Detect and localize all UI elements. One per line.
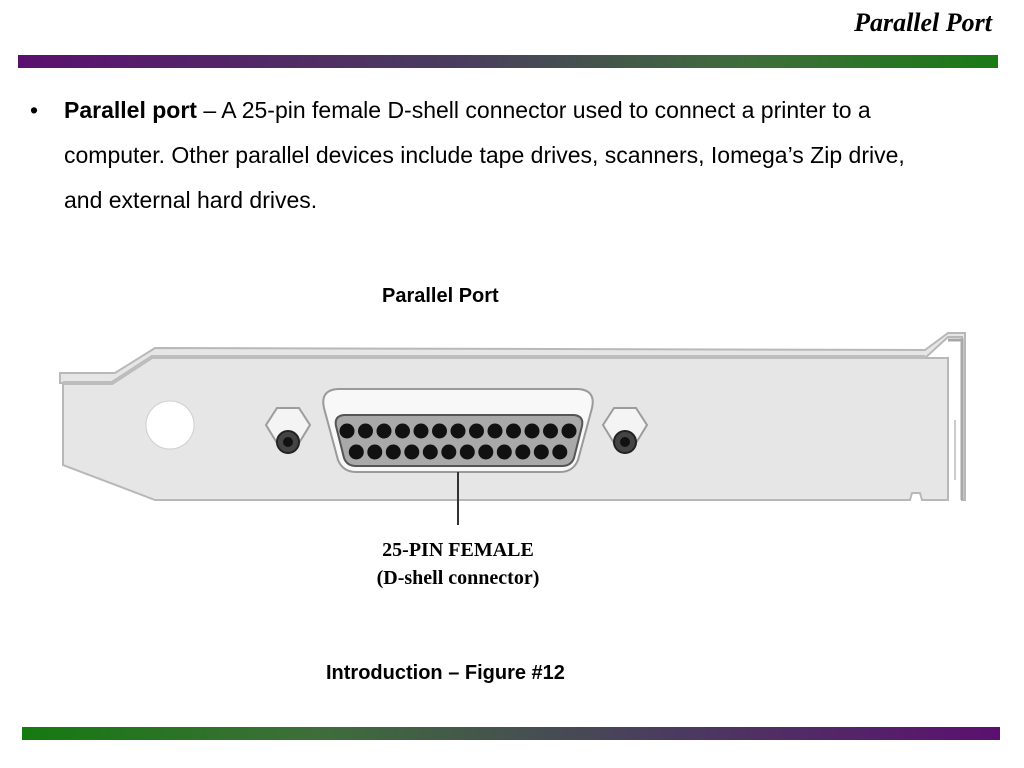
figure-heading: Parallel Port [382,285,499,307]
connector-pin [432,423,447,439]
connector-pin [469,423,484,439]
slide-title: Parallel Port [854,8,992,37]
connector-pin [422,444,438,460]
figure-caption: Introduction – Figure #12 [326,662,565,684]
connector-label-line2: (D-shell connector) [377,567,540,589]
bullet-term: Parallel port [64,97,197,123]
right-hex-standoff [601,407,649,454]
connector-pin [533,444,549,460]
bullet-text: Parallel port – A 25-pin female D-shell … [64,88,930,223]
connector-pin [515,444,531,460]
mounting-hole [145,400,195,450]
connector-pin [496,444,512,460]
header-divider-bar [18,55,998,68]
connector-pin [552,444,568,460]
bracket-side-edge [948,338,964,500]
connector-pin [524,423,540,439]
connector-pin [543,423,558,439]
connector-label-line1: 25-PIN FEMALE [382,539,534,561]
connector-pin [450,423,466,439]
connector-pin [385,444,401,460]
left-hex-standoff [264,407,312,454]
connector-pin [404,444,420,460]
bullet-item: • Parallel port – A 25-pin female D-shel… [30,88,930,223]
connector-pin [506,423,521,439]
connector-pin [339,423,355,439]
bullet-marker: • [30,97,39,123]
bullet-description: – A 25-pin female D-shell connector used… [64,97,905,213]
connector-pin [441,444,457,460]
footer-divider-bar [22,727,1000,740]
connector-pin [478,444,494,460]
bracket-top-lip [63,355,925,385]
connector-pin [358,423,373,439]
connector-pin [395,423,410,439]
connector-pin [348,444,364,460]
connector-pin [376,423,392,439]
connector-pin [413,423,429,439]
connector-pin [561,423,577,439]
connector-pins [339,423,577,460]
connector-pin [459,444,475,460]
connector-pin [487,423,503,439]
connector-pin [367,444,383,460]
